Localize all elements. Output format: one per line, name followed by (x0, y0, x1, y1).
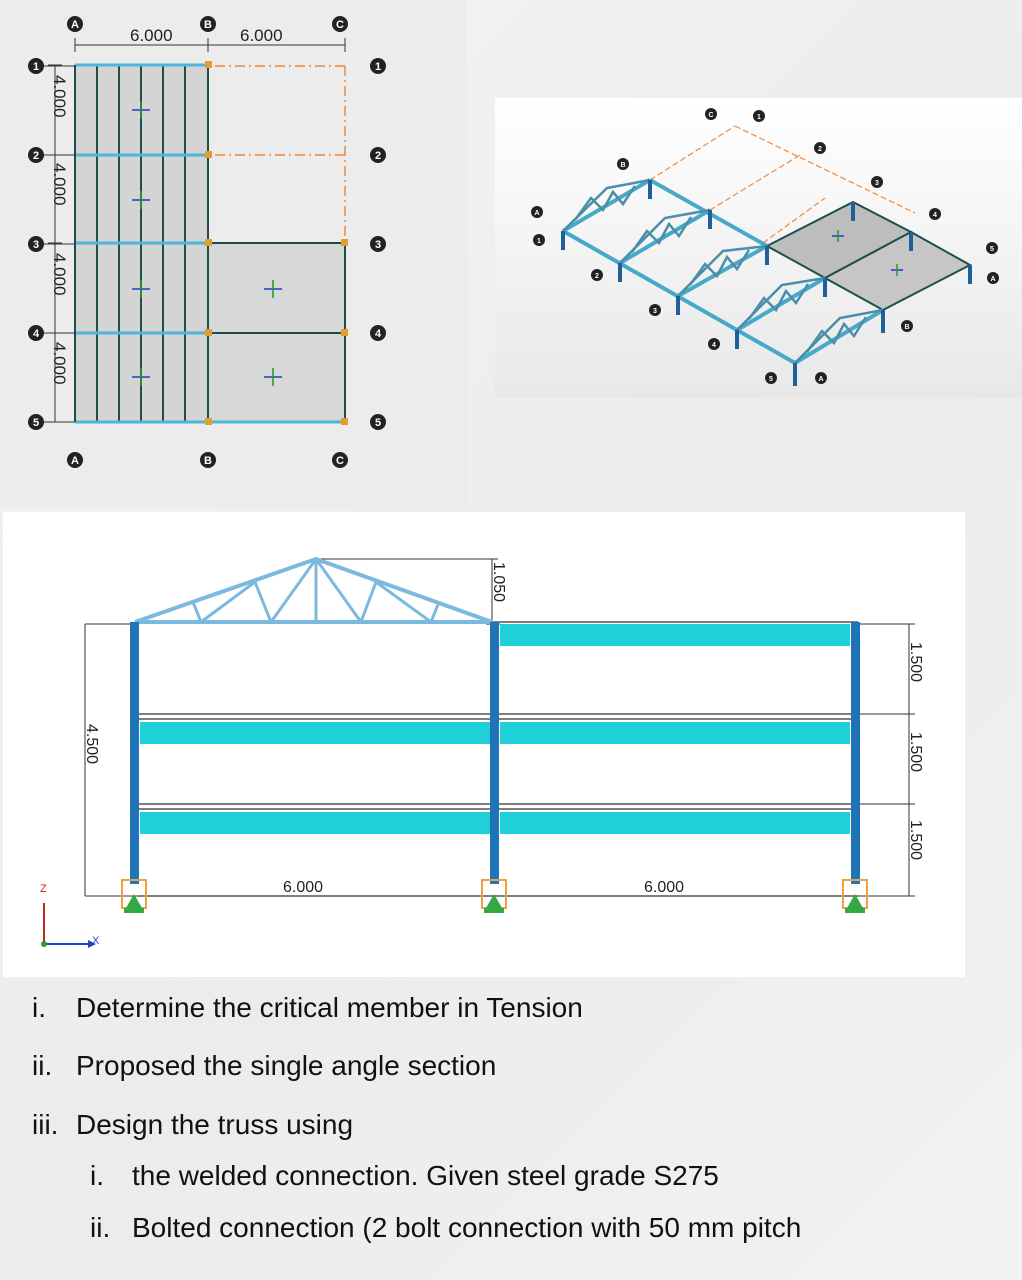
question-1-number: i. (32, 992, 46, 1023)
grid-bubble-4-left (28, 325, 44, 341)
grid-bubble-3-right (370, 236, 386, 252)
grid-bubble-c-bottom (332, 452, 348, 468)
grid-bubble-b-bottom (200, 452, 216, 468)
grid-bubble-1-right (370, 58, 386, 74)
level-dim-3: 1.500 (907, 820, 924, 860)
column-markers (205, 61, 348, 425)
grid-bubble-a-top (67, 16, 83, 32)
svg-text:A: A (818, 376, 823, 383)
grid-label-4-right: 4 (375, 328, 382, 340)
elevation-view-panel: 1.050 4.500 1.500 1.500 1.500 (3, 512, 965, 977)
dim-y-3: 4.000 (50, 253, 69, 296)
question-2-number: ii. (32, 1050, 53, 1081)
svg-text:5: 5 (769, 376, 773, 383)
iso-trusses (562, 178, 884, 364)
svg-text:A: A (990, 276, 995, 283)
question-3-sub-1-text: the welded connection. Given steel grade… (132, 1160, 719, 1191)
svg-text:4: 4 (933, 212, 937, 219)
svg-text:2: 2 (595, 273, 599, 280)
question-3-number: iii. (32, 1109, 59, 1140)
grid-bubble-c-top (332, 16, 348, 32)
bay-width-2: 6.000 (644, 879, 684, 896)
truss-height-label: 1.050 (490, 562, 507, 602)
grid-label-3-left: 3 (33, 239, 39, 251)
svg-text:B: B (620, 162, 625, 169)
elevation-view-drawing: 1.050 4.500 1.500 1.500 1.500 (40, 557, 924, 948)
column-height-label: 4.500 (83, 724, 100, 764)
svg-text:B: B (904, 324, 909, 331)
question-list: i. Determine the critical member in Tens… (0, 980, 960, 1280)
axis-indicator: Z X (40, 883, 100, 948)
svg-text:1: 1 (757, 114, 761, 121)
grid-bubble-4-right (370, 325, 386, 341)
dim-y-4: 4.000 (50, 342, 69, 385)
bay-width-1: 6.000 (283, 879, 323, 896)
svg-text:C: C (708, 112, 713, 119)
plan-view-drawing: 6.000 6.000 4.000 4.000 4.000 4.000 (28, 16, 386, 468)
grid-label-b-top: B (204, 19, 212, 31)
grid-label-c-bottom: C (336, 455, 344, 467)
dim-x-2: 6.000 (240, 26, 283, 45)
local-axis-markers (132, 101, 282, 386)
question-3-text: Design the truss using (76, 1109, 354, 1140)
svg-text:A: A (534, 210, 539, 217)
plan-view-panel: 6.000 6.000 4.000 4.000 4.000 4.000 (0, 0, 467, 507)
grid-bubble-5-left (28, 414, 44, 430)
svg-text:3: 3 (653, 308, 657, 315)
columns (130, 622, 860, 884)
svg-text:4: 4 (712, 342, 716, 349)
question-3-sub-2-text: Bolted connection (2 bolt connection wit… (132, 1212, 802, 1243)
grid-label-5-left: 5 (33, 417, 39, 429)
grid-bubble-2-right (370, 147, 386, 163)
svg-text:5: 5 (990, 246, 994, 253)
grid-label-1-left: 1 (33, 61, 39, 73)
grid-label-2-right: 2 (375, 150, 381, 162)
grid-bubble-2-left (28, 147, 44, 163)
axis-z-label: Z (40, 883, 47, 895)
level-dim-2: 1.500 (907, 732, 924, 772)
dim-y-2: 4.000 (50, 163, 69, 206)
question-1-text: Determine the critical member in Tension (76, 992, 583, 1023)
question-2-text: Proposed the single angle section (76, 1050, 497, 1081)
iso-columns (561, 180, 972, 386)
axis-x-label: X (92, 935, 100, 947)
svg-text:2: 2 (818, 146, 822, 153)
supports (121, 879, 868, 913)
grid-label-2-left: 2 (33, 150, 39, 162)
grid-bubble-1-left (28, 58, 44, 74)
isometric-view-drawing: C 1 2 3 4 5 A B A 1 2 3 4 5 B A C 5 (472, 73, 999, 386)
svg-text:3: 3 (875, 180, 879, 187)
svg-text:1: 1 (537, 238, 541, 245)
grid-label-b-bottom: B (204, 455, 212, 467)
question-3-sub-2-number: ii. (90, 1212, 111, 1243)
grid-bubble-5-right (370, 414, 386, 430)
grid-label-a-top: A (71, 19, 79, 31)
grid-bubble-b-top (200, 16, 216, 32)
grid-label-4-left: 4 (33, 328, 40, 340)
question-3-sub-1-number: i. (90, 1160, 104, 1191)
grid-label-1-right: 1 (375, 61, 381, 73)
isometric-view-panel: C 1 2 3 4 5 A B A 1 2 3 4 5 B A C 5 (472, 73, 1022, 398)
dim-y-1: 4.000 (50, 75, 69, 118)
grid-label-c-top: C (336, 19, 344, 31)
iso-dashed-lines (649, 125, 916, 244)
roof-truss (134, 557, 493, 624)
sheeting-bands (140, 624, 850, 834)
grid-label-a-bottom: A (71, 455, 79, 467)
dim-x-1: 6.000 (130, 26, 173, 45)
grid-bubble-3-left (28, 236, 44, 252)
iso-grid-labels: C 1 2 3 4 5 A B A 1 2 3 4 5 B A C 5 (472, 73, 999, 384)
grid-label-5-right: 5 (375, 417, 381, 429)
dashed-grid-lines (215, 65, 346, 243)
level-dim-1: 1.500 (907, 642, 924, 682)
grid-bubble-a-bottom (67, 452, 83, 468)
grid-label-3-right: 3 (375, 239, 381, 251)
